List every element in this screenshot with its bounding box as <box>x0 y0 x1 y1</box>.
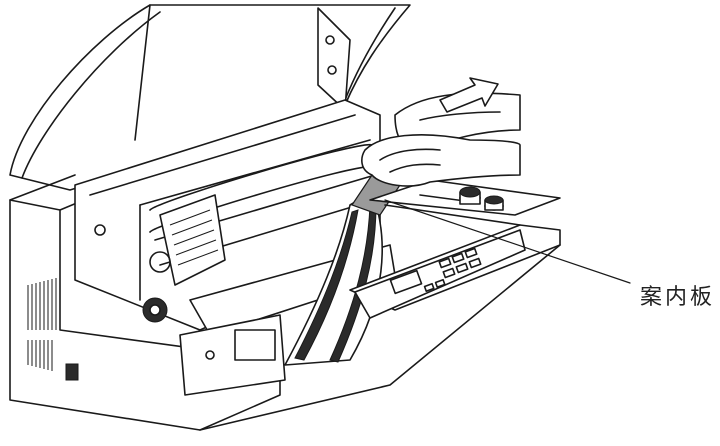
knobs <box>459 186 504 211</box>
continuous-paper <box>284 174 401 366</box>
control-panel <box>349 186 561 319</box>
guide-plate-label: 案内板 <box>640 285 716 310</box>
panel-buttons <box>423 247 482 292</box>
side-vents <box>27 278 57 371</box>
front-edge <box>199 244 561 431</box>
tractor-unit <box>149 194 226 286</box>
callout-leader-line <box>384 199 631 284</box>
pull-direction-arrow-icon <box>439 77 499 113</box>
top-cover <box>9 4 411 191</box>
hands <box>361 92 521 187</box>
display-window <box>389 269 423 295</box>
power-switch <box>65 363 79 381</box>
gear <box>142 297 168 323</box>
